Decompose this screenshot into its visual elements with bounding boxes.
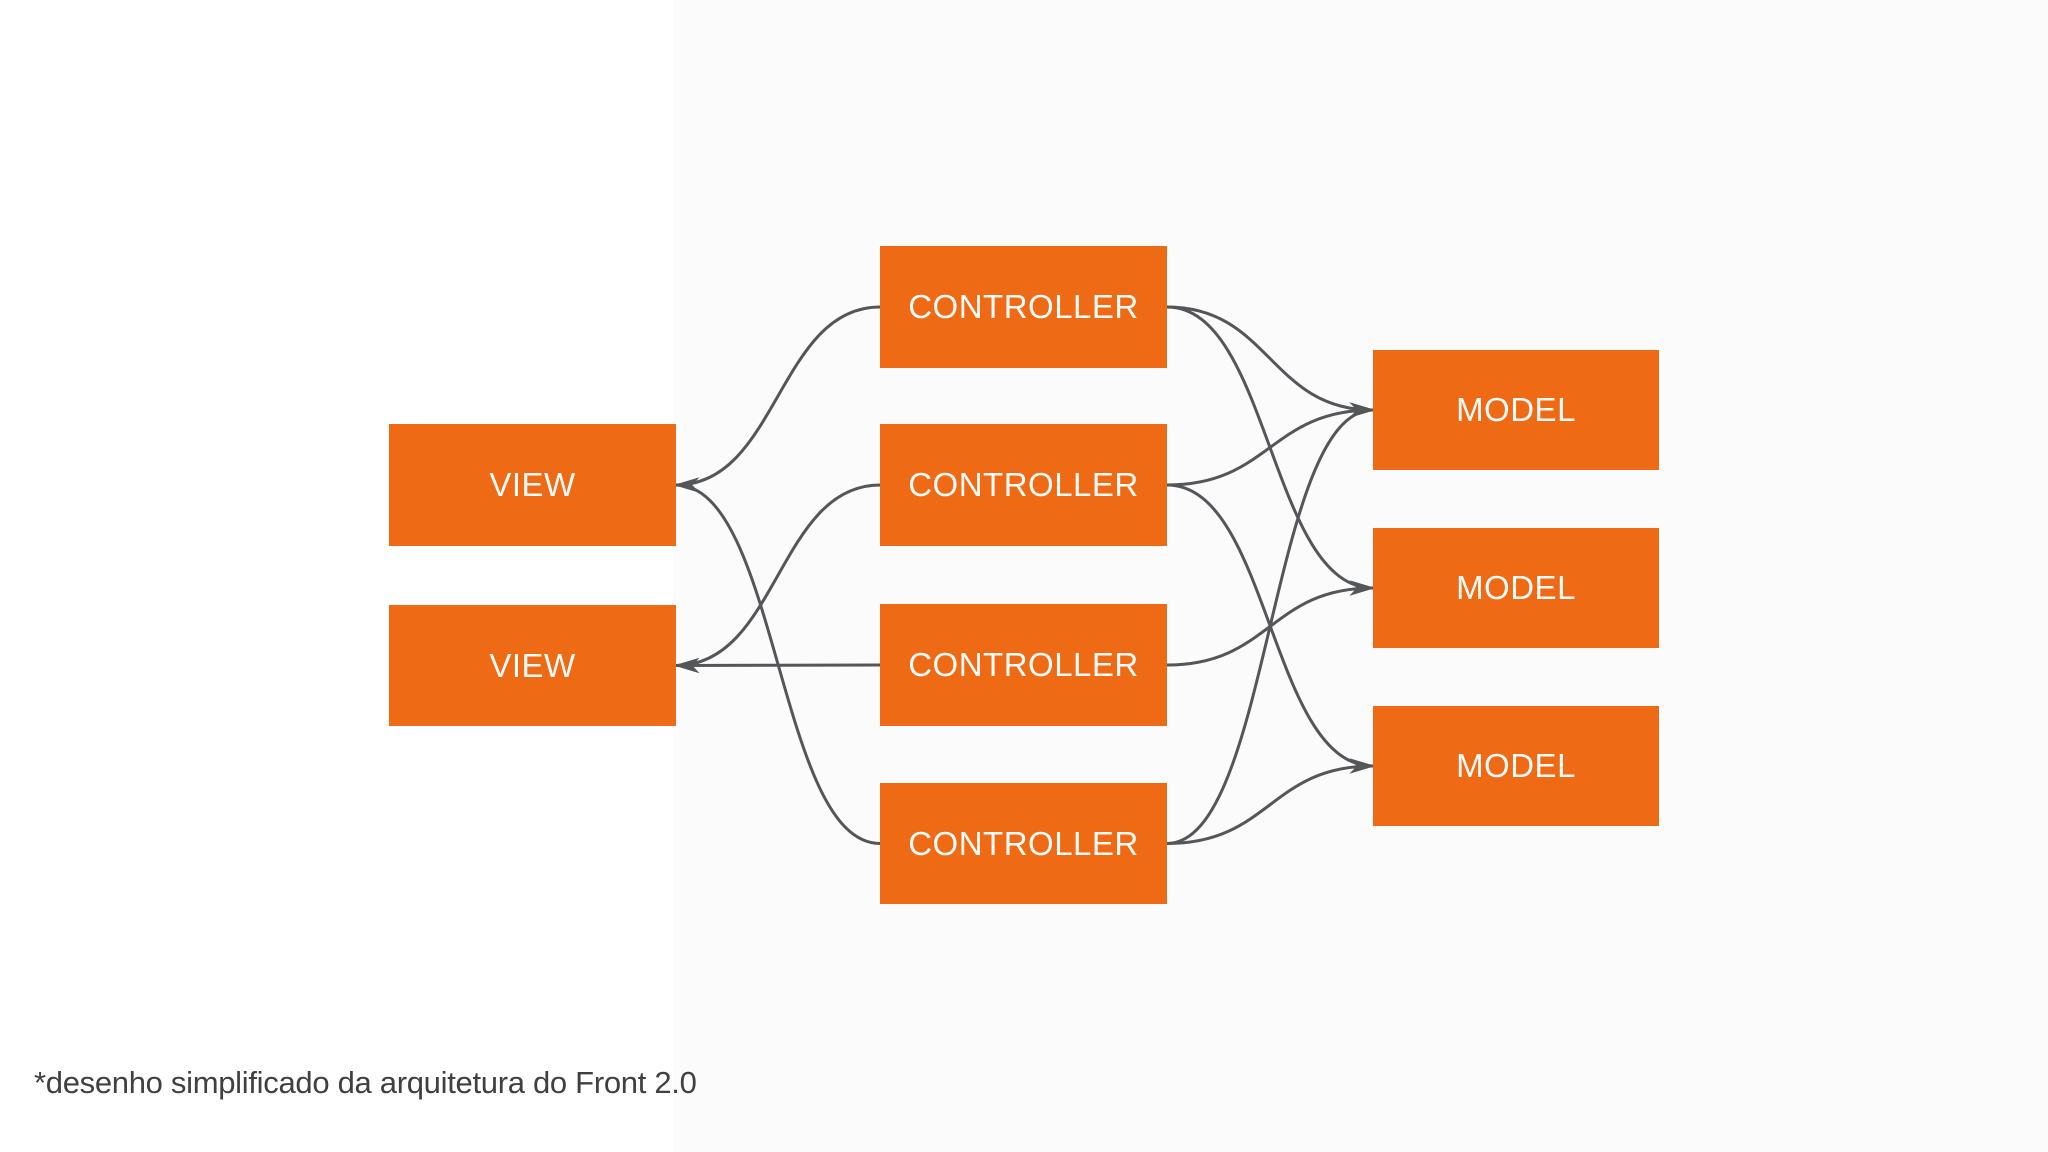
node-label: VIEW: [489, 646, 576, 684]
connector-controller-1-to-model-1: [1166, 305, 1376, 418]
node-controller-3: CONTROLLER: [880, 604, 1167, 726]
connector-controller-4-to-model-3: [1166, 758, 1376, 845]
node-label: CONTROLLER: [908, 824, 1139, 862]
connector-controller-1-to-view-1: [673, 305, 881, 493]
node-model-1: MODEL: [1373, 350, 1659, 470]
connector-controller-4-to-model-1: [1166, 402, 1376, 845]
node-label: CONTROLLER: [908, 466, 1139, 503]
node-label: MODEL: [1456, 569, 1576, 606]
node-view-1: VIEW: [389, 424, 676, 546]
node-label: MODEL: [1456, 747, 1576, 784]
background-right-region: [673, 0, 2048, 1152]
node-controller-4: CONTROLLER: [880, 783, 1167, 904]
node-model-3: MODEL: [1373, 706, 1659, 826]
node-controller-1: CONTROLLER: [880, 246, 1167, 368]
connector-controller-2-to-model-1: [1166, 402, 1376, 487]
footnote-caption: *desenho simplificado da arquitetura do …: [34, 1065, 697, 1100]
node-label: VIEW: [489, 466, 576, 503]
node-label: CONTROLLER: [908, 646, 1139, 683]
connector-controller-2-to-view-2: [673, 483, 881, 674]
node-model-2: MODEL: [1373, 528, 1659, 648]
node-label: MODEL: [1456, 391, 1576, 428]
node-label: CONTROLLER: [908, 288, 1139, 325]
node-view-2: VIEW: [389, 605, 676, 726]
connector-controller-4-to-view-1: [673, 477, 881, 845]
node-controller-2: CONTROLLER: [880, 424, 1167, 546]
